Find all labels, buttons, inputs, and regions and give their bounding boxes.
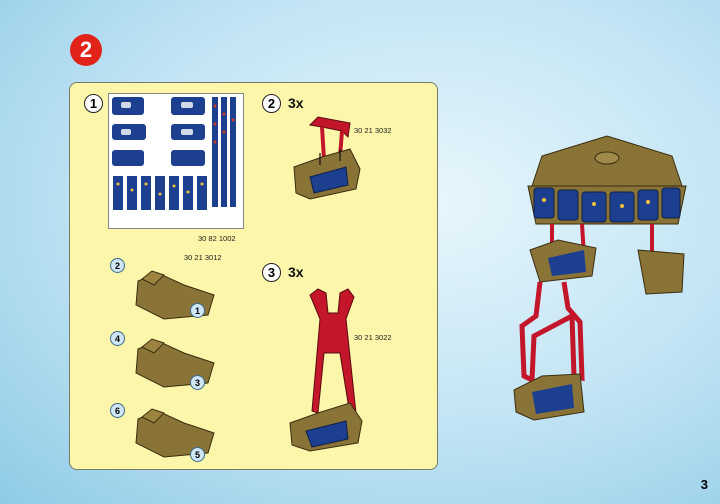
step-2-assembly-illustration — [270, 109, 400, 219]
seat-assembly-2 — [124, 329, 224, 389]
page-number: 3 — [701, 477, 708, 492]
callout-4: 4 — [110, 331, 125, 346]
callout-6: 6 — [110, 403, 125, 418]
callout-5: 5 — [190, 447, 205, 462]
callout-1: 1 — [190, 303, 205, 318]
sticker-sheet-graphic — [109, 94, 243, 228]
carousel-final-illustration — [512, 126, 702, 436]
substep-1-number: 1 — [84, 94, 103, 113]
seat-assembly-1 — [124, 261, 224, 321]
part-number-sticker-sheet: 30 82 1002 — [198, 234, 236, 243]
step-3-assembly-illustration — [270, 283, 400, 463]
instruction-panel: 1 — [69, 82, 438, 470]
callout-3: 3 — [190, 375, 205, 390]
main-step-badge: 2 — [70, 34, 102, 66]
callout-2: 2 — [110, 258, 125, 273]
seat-assembly-3 — [124, 399, 224, 459]
substep-3-number: 3 — [262, 263, 281, 282]
sticker-sheet — [108, 93, 244, 229]
substep-3-quantity: 3x — [288, 264, 304, 280]
